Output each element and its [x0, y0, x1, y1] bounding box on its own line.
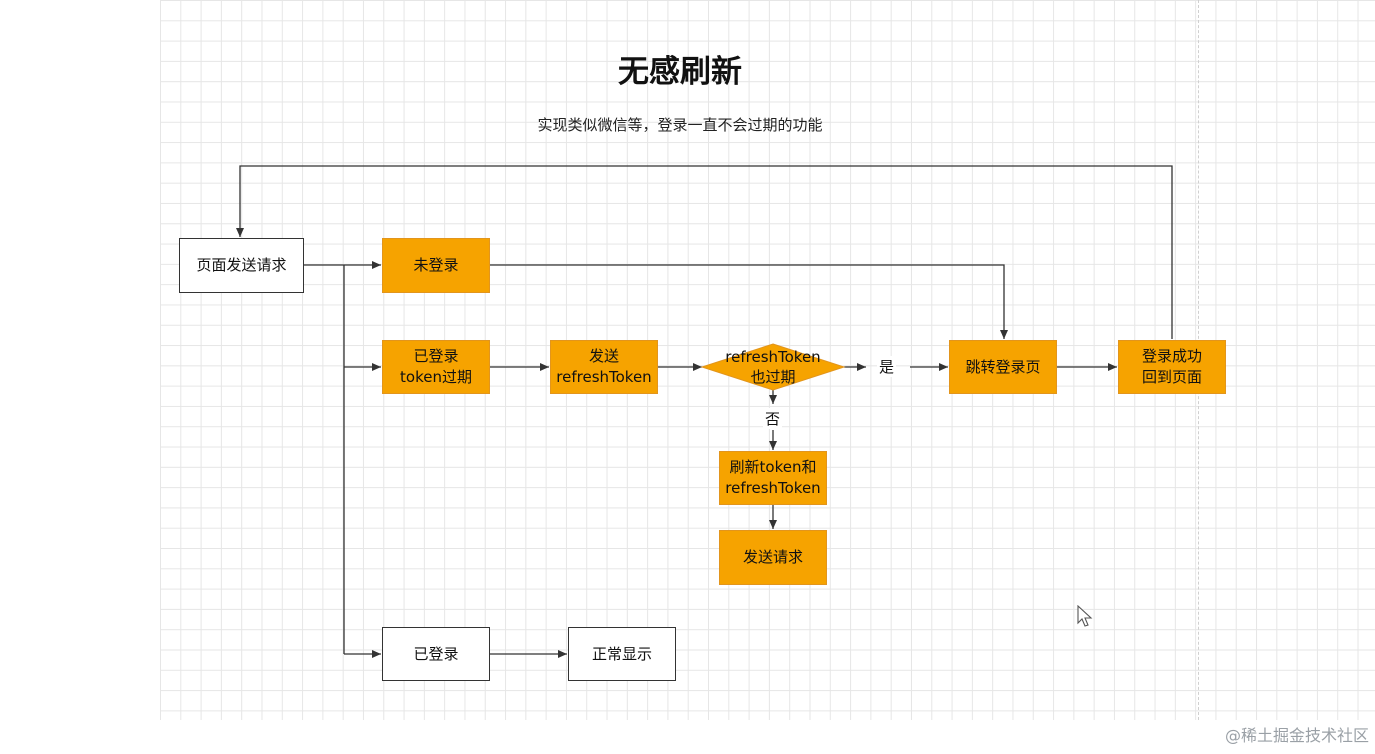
node-refresh-tokens[interactable]: 刷新token和 refreshToken: [719, 451, 827, 505]
node-send-request[interactable]: 发送请求: [719, 530, 827, 585]
diagram-title: 无感刷新: [618, 54, 742, 90]
node-not-logged-in[interactable]: 未登录: [382, 238, 490, 293]
node-label: 跳转登录页: [965, 357, 1041, 376]
node-label: 正常显示: [591, 644, 652, 663]
edge-not-logged-in-jump: [490, 264, 1008, 339]
node-label: 发送 refreshToken: [556, 347, 652, 386]
node-logged-in[interactable]: 已登录: [382, 627, 490, 681]
node-send-refresh-token[interactable]: 发送 refreshToken: [550, 340, 658, 394]
node-label: 登录成功 回到页面: [1141, 347, 1202, 386]
decision-label: refreshToken 也过期: [725, 348, 821, 386]
node-label: 未登录: [413, 256, 459, 274]
edge-label-yes: 是: [877, 356, 897, 377]
decision-diamond: [700, 343, 846, 391]
node-label: 发送请求: [742, 548, 803, 566]
mouse-cursor-icon: [1077, 605, 1093, 627]
node-label: 刷新token和 refreshToken: [725, 458, 821, 497]
node-normal-display[interactable]: 正常显示: [568, 627, 676, 681]
node-page-request[interactable]: 页面发送请求: [179, 238, 304, 293]
node-jump-to-login[interactable]: 跳转登录页: [949, 340, 1057, 394]
watermark: @稀土掘金技术社区: [1224, 726, 1369, 745]
edge-label-no: 否: [763, 408, 783, 429]
edge-success-loop: [236, 165, 1173, 339]
node-login-success-return[interactable]: 登录成功 回到页面: [1118, 340, 1226, 394]
node-logged-in-token-expired[interactable]: 已登录 token过期: [382, 340, 490, 394]
node-label: 已登录: [413, 644, 459, 663]
node-label: 页面发送请求: [196, 256, 287, 274]
diagram-subtitle: 实现类似微信等，登录一直不会过期的功能: [537, 116, 823, 134]
node-label: 已登录 token过期: [400, 347, 472, 386]
